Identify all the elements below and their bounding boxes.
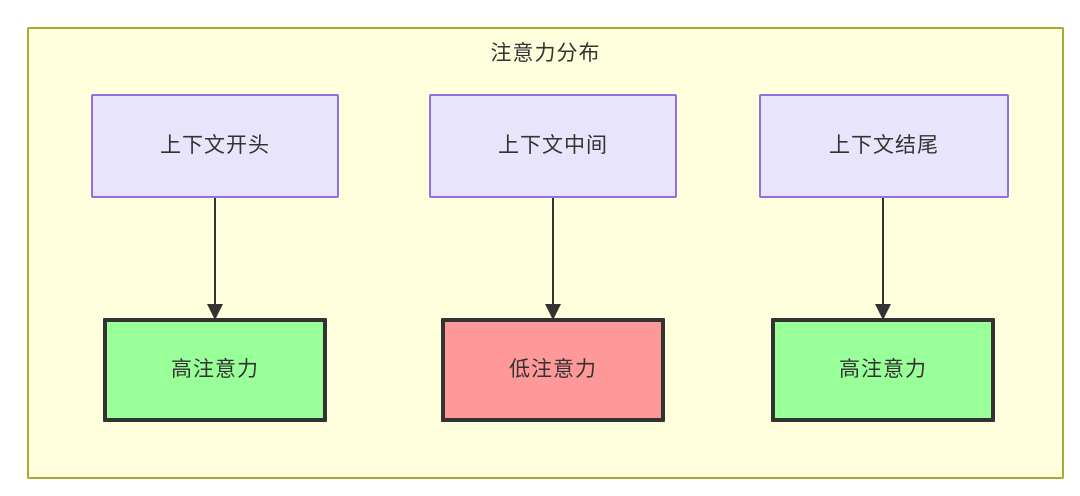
node-attn-high-end-label: 高注意力	[839, 358, 927, 382]
edge-ctx-end-to-attn-high-end	[875, 198, 891, 320]
node-ctx-end-label: 上下文结尾	[829, 134, 939, 158]
subgraph-container: 注意力分布 上下文开头 上下文中间	[27, 27, 1064, 479]
node-ctx-end[interactable]: 上下文结尾	[759, 94, 1009, 198]
subgraph-title: 注意力分布	[490, 42, 601, 65]
edge-ctx-start-to-attn-high-start	[207, 198, 223, 320]
node-ctx-middle[interactable]: 上下文中间	[429, 94, 677, 198]
node-attn-high-start[interactable]: 高注意力	[103, 318, 327, 422]
node-ctx-start[interactable]: 上下文开头	[91, 94, 339, 198]
edge-ctx-middle-to-attn-low-middle	[545, 198, 561, 320]
node-attn-high-end[interactable]: 高注意力	[771, 318, 995, 422]
node-ctx-middle-label: 上下文中间	[498, 134, 608, 158]
node-attn-low-middle-label: 低注意力	[509, 358, 597, 382]
node-attn-low-middle[interactable]: 低注意力	[441, 318, 665, 422]
node-ctx-start-label: 上下文开头	[160, 134, 270, 158]
node-attn-high-start-label: 高注意力	[171, 358, 259, 382]
